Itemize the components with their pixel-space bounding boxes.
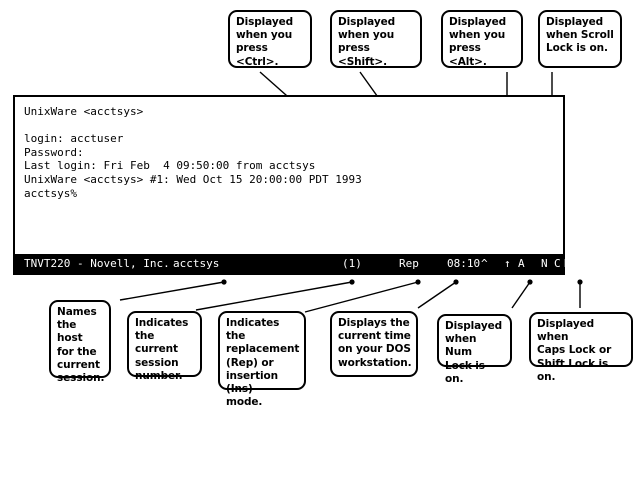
callout-mode: Indicates the replacement (Rep) or inser… — [218, 311, 306, 408]
status-host: acctsys — [173, 257, 220, 270]
callout-shift: Displayed when you press <Shift>. — [330, 10, 422, 68]
status-emulation: TNVT220 - Novell, Inc. — [24, 257, 170, 270]
status-time: 08:10 — [447, 257, 481, 270]
callout-caps-lock: Displayed when Caps Lock or Shift Lock i… — [529, 312, 633, 383]
terminal-status-bar[interactable]: TNVT220 - Novell, Inc. acctsys (1) Rep 0… — [15, 254, 571, 273]
callout-ctrl: Displayed when you press <Ctrl>. — [228, 10, 312, 68]
callout-host: Names the host for the current session. — [49, 300, 111, 384]
status-alt-indicator: A — [518, 257, 525, 270]
terminal-screen: UnixWare <acctsys> login: acctuser Passw… — [24, 105, 362, 200]
callout-session-number: Indicates the current session number. — [127, 311, 202, 382]
status-session: (1) — [342, 257, 362, 270]
status-num-lock-indicator: N — [541, 257, 548, 270]
status-caps-lock-indicator: C — [554, 257, 561, 270]
status-shift-indicator: ↑ — [504, 257, 511, 270]
status-ctrl-indicator: ^ — [481, 257, 488, 270]
callout-num-lock: Displayed when Num Lock is on. — [437, 314, 512, 385]
status-scroll-lock-indicator: H — [564, 257, 571, 270]
diagram-canvas: Displayed when you press <Ctrl>. Display… — [13, 10, 633, 408]
callout-scroll-lock: Displayed when Scroll Lock is on. — [538, 10, 622, 68]
callout-alt: Displayed when you press <Alt>. — [441, 10, 523, 68]
terminal-window[interactable]: UnixWare <acctsys> login: acctuser Passw… — [13, 95, 571, 275]
status-mode: Rep — [399, 257, 419, 270]
callout-time: Displays the current time on your DOS wo… — [330, 311, 418, 377]
